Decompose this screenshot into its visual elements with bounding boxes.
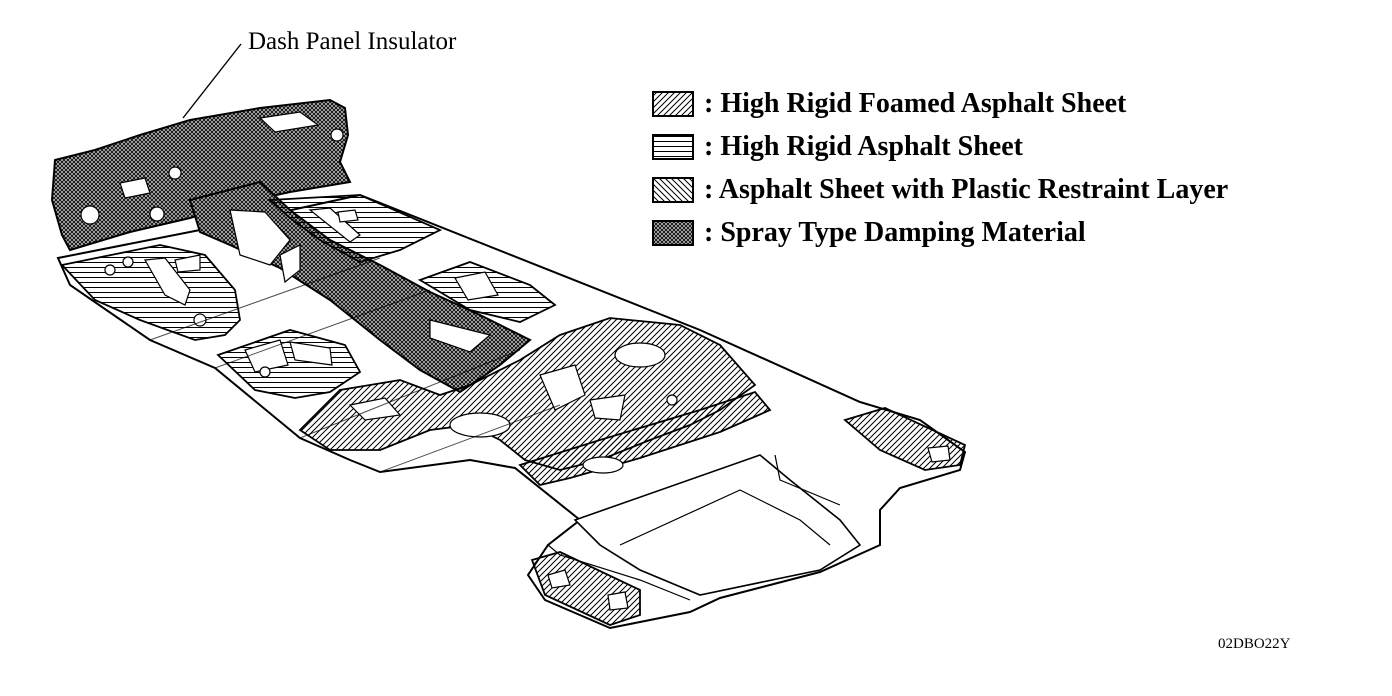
legend-item-restraint-layer: : Asphalt Sheet with Plastic Restraint L… (652, 168, 1228, 211)
legend-label: : High Rigid Foamed Asphalt Sheet (704, 87, 1127, 119)
figure-code: 02DBO22Y (1218, 636, 1291, 652)
dash-panel-insulator (50, 98, 352, 252)
dash-panel-insulator-label: Dash Panel Insulator (248, 28, 457, 55)
forward-diagonal-hatch-icon (652, 90, 694, 117)
rear-cross-foamed-sheet (518, 390, 772, 486)
legend-item-spray-damping: : Spray Type Damping Material (652, 211, 1228, 254)
crosshatch-icon (652, 219, 694, 246)
horizontal-hatch-icon (652, 133, 694, 160)
legend-label: : Asphalt Sheet with Plastic Restraint L… (704, 173, 1229, 205)
legend-label: : High Rigid Asphalt Sheet (704, 130, 1023, 162)
legend-item-foamed-asphalt: : High Rigid Foamed Asphalt Sheet (652, 82, 1228, 125)
rear-floor-well (573, 454, 862, 596)
legend-item-rigid-asphalt: : High Rigid Asphalt Sheet (652, 125, 1228, 168)
callout-leader-line (182, 43, 242, 119)
legend-label: : Spray Type Damping Material (704, 216, 1086, 248)
material-legend: : High Rigid Foamed Asphalt Sheet : High… (652, 82, 1228, 254)
backward-diagonal-hatch-icon (652, 176, 694, 203)
